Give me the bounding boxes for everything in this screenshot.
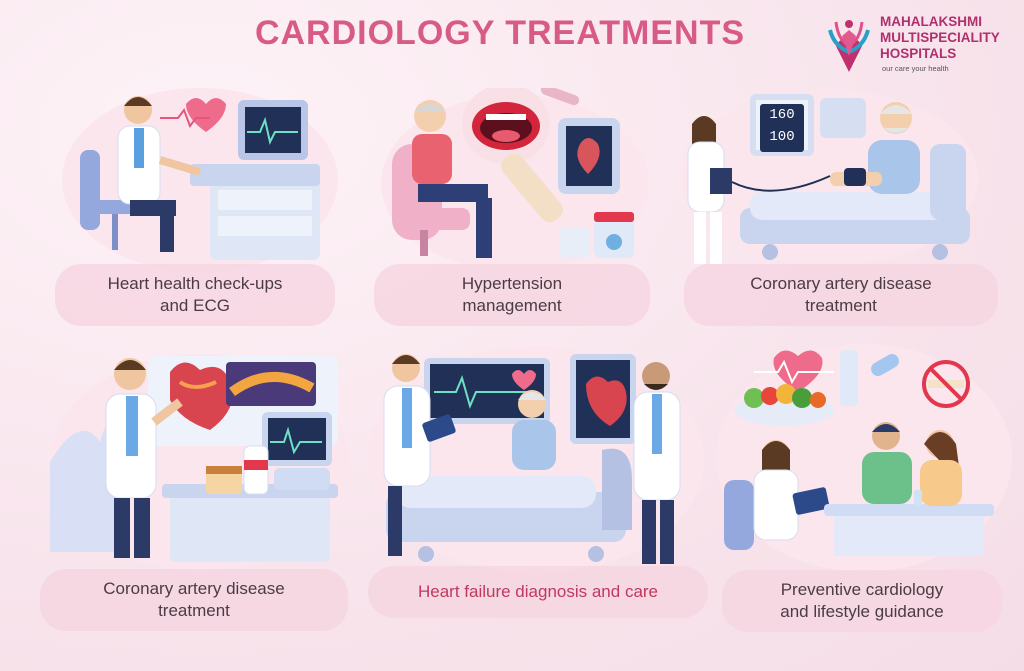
caption-line2: and lifestyle guidance [780, 602, 944, 621]
card-caption: Preventive cardiology and lifestyle guida… [722, 570, 1002, 632]
caption-line1: Preventive cardiology [780, 580, 944, 599]
logo-name-line1: MAHALAKSHMI [880, 14, 982, 29]
caption-line1: Hypertension [461, 274, 563, 293]
preventive-cardiology-illustration [716, 344, 1012, 572]
card-caption: Coronary artery disease treatment [40, 569, 348, 631]
page-title: CARDIOLOGY TREATMENTS [254, 14, 746, 52]
bp-systolic-value: 160 [769, 107, 795, 123]
caption-line2: and ECG [160, 296, 230, 315]
bp-monitor-screen: 160 100 [760, 104, 804, 152]
card-caption: Coronary artery disease treatment [684, 264, 998, 326]
doctor-ecg-illustration [62, 88, 338, 270]
hypertension-illustration [381, 88, 649, 271]
logo-emblem-icon [828, 20, 870, 72]
bp-diastolic-value: 100 [769, 129, 795, 145]
caption-line2: treatment [158, 601, 230, 620]
logo-name: MAHALAKSHMI MULTISPECIALITY HOSPITALS [880, 14, 1000, 62]
card-caption: Hypertension management [374, 264, 650, 326]
caption-line2: management [462, 296, 562, 315]
logo-tagline: our care your health [882, 64, 949, 73]
hospital-logo: MAHALAKSHMI MULTISPECIALITY HOSPITALS ou… [824, 12, 1020, 78]
caption-line1: Heart health check-ups [107, 274, 283, 293]
coronary-doctor-illustration [50, 354, 350, 570]
bp-monitor-illustration [682, 90, 978, 266]
card-caption: Heart failure diagnosis and care [368, 566, 708, 618]
heart-failure-illustration [368, 346, 704, 574]
logo-name-line3: HOSPITALS [880, 46, 957, 61]
logo-name-line2: MULTISPECIALITY [880, 30, 1000, 45]
caption-line2: treatment [805, 296, 877, 315]
caption-line1: Coronary artery disease [103, 579, 285, 598]
card-caption: Heart health check-ups and ECG [55, 264, 335, 326]
caption-line1: Heart failure diagnosis and care [417, 582, 659, 601]
caption-line1: Coronary artery disease [750, 274, 932, 293]
